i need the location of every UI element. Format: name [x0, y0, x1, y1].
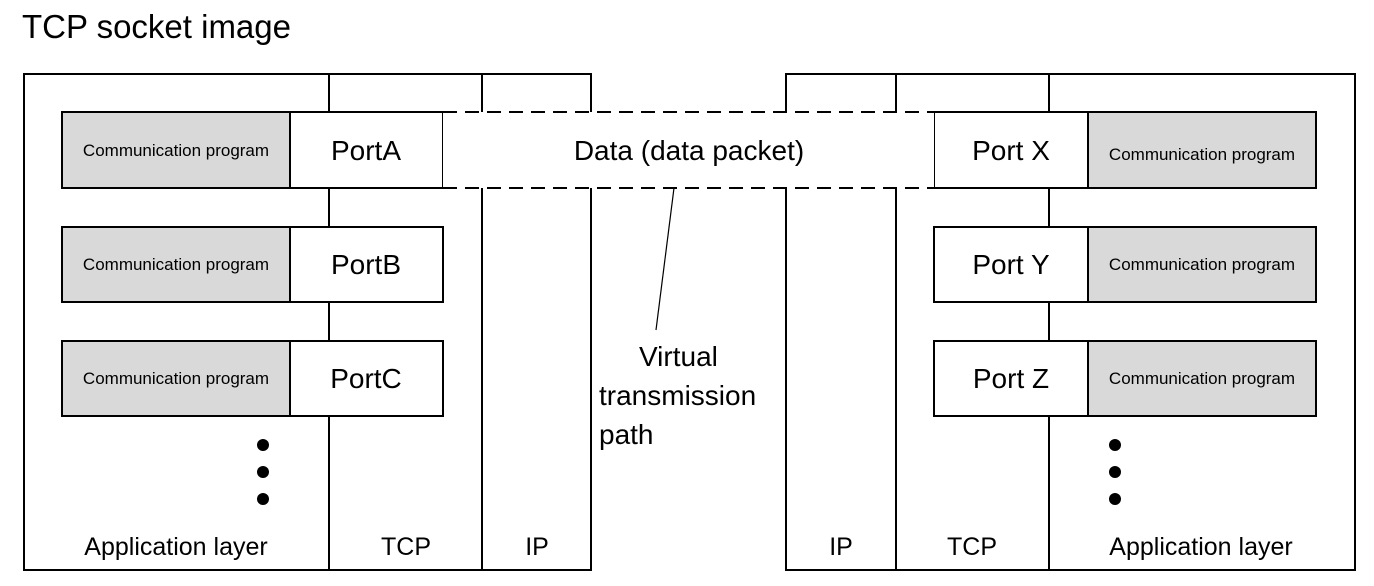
left-row-c: Communication program PortC [61, 340, 444, 417]
virtual-path-leader-line [655, 187, 675, 331]
virtual-path-label: Virtual transmission path [599, 341, 756, 450]
port-label: Port X [972, 135, 1050, 166]
communication-program-label: Communication program [1109, 369, 1295, 388]
layer-label-ip: IP [829, 533, 853, 561]
port-label: PortA [331, 135, 401, 166]
port-label: Port Y [972, 249, 1050, 280]
virtual-path-line-2: transmission [599, 380, 756, 411]
right-row-x: Port X Communication program [933, 111, 1317, 189]
layer-label-application: Application layer [84, 533, 267, 561]
data-packet-label: Data (data packet) [574, 135, 804, 166]
right-row-z: Port Z Communication program [933, 340, 1317, 417]
communication-program-box [1087, 340, 1317, 417]
virtual-path-line-3: path [599, 419, 654, 450]
layer-label-tcp: TCP [381, 533, 431, 561]
communication-program-label: Communication program [83, 141, 269, 160]
data-packet: Data (data packet) [443, 111, 934, 189]
layer-label-application: Application layer [1109, 533, 1292, 561]
left-row-b: Communication program PortB [61, 226, 444, 303]
layer-label-ip: IP [525, 533, 549, 561]
port-box [289, 226, 444, 303]
right-row-y: Port Y Communication program [933, 226, 1317, 303]
diagram-title: TCP socket image [22, 8, 291, 45]
communication-program-box [61, 226, 291, 303]
port-label: PortC [330, 363, 402, 394]
communication-program-label: Communication program [83, 369, 269, 388]
communication-program-label: Communication program [1109, 255, 1295, 274]
port-box [933, 111, 1089, 189]
communication-program-box [61, 111, 291, 189]
port-box [289, 111, 444, 189]
communication-program-label: Communication program [83, 255, 269, 274]
communication-program-box [1087, 226, 1317, 303]
port-box [933, 226, 1089, 303]
communication-program-box [1087, 111, 1317, 189]
layer-label-tcp: TCP [947, 533, 997, 561]
virtual-path-line-1: Virtual [639, 341, 718, 372]
communication-program-box [61, 340, 291, 417]
right-ellipsis-dots [1109, 439, 1121, 505]
port-box [289, 340, 444, 417]
communication-program-label: Communication program [1109, 145, 1295, 164]
port-label: PortB [331, 249, 401, 280]
port-box [933, 340, 1089, 417]
left-row-a: Communication program PortA [61, 111, 444, 189]
port-label: Port Z [973, 363, 1049, 394]
left-ellipsis-dots [257, 439, 269, 505]
data-packet-fill [443, 112, 934, 188]
